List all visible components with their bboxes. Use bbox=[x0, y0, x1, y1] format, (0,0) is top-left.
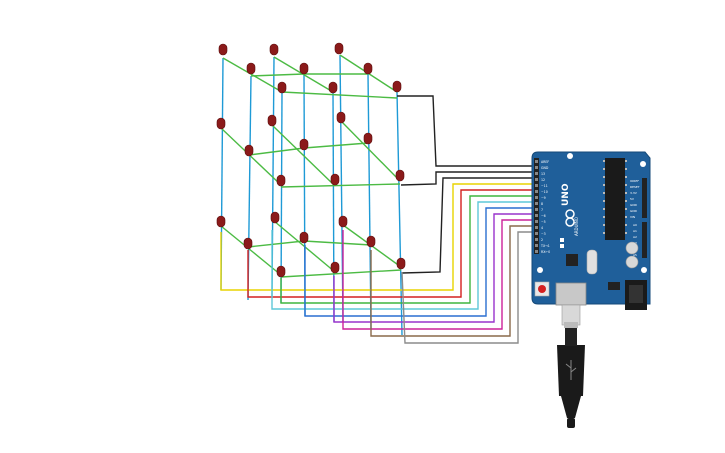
svg-text:2: 2 bbox=[541, 238, 543, 242]
svg-text:5V: 5V bbox=[630, 197, 635, 201]
led-cube[interactable] bbox=[216, 42, 406, 278]
svg-text:VIN: VIN bbox=[630, 215, 635, 219]
power-jack-inner bbox=[629, 285, 643, 303]
usb-plug-neck bbox=[564, 322, 578, 328]
svg-text:~3: ~3 bbox=[541, 232, 546, 236]
wire-cyan bbox=[271, 201, 534, 310]
power-pin-labels: IOREF RESET 3.3V 5V GND GND VIN bbox=[630, 179, 640, 219]
svg-text:RESET: RESET bbox=[630, 185, 640, 189]
usb-cable[interactable] bbox=[557, 304, 585, 428]
mount-hole bbox=[640, 161, 646, 167]
svg-text:A5: A5 bbox=[633, 253, 637, 257]
mount-hole bbox=[567, 153, 573, 159]
wire-brown bbox=[370, 225, 534, 337]
led-layer-wires bbox=[220, 54, 402, 278]
usb-cable-wire bbox=[567, 418, 575, 428]
mount-hole bbox=[537, 267, 543, 273]
board-model-label: UNO bbox=[561, 183, 571, 206]
wire-red bbox=[247, 189, 534, 298]
svg-text:~5: ~5 bbox=[541, 220, 546, 224]
arduino-logo-icon bbox=[565, 209, 575, 227]
svg-text:~9: ~9 bbox=[541, 196, 546, 200]
board-brand-label: ARDUINO bbox=[574, 217, 579, 236]
svg-text:~6: ~6 bbox=[541, 214, 546, 218]
voltage-regulator bbox=[608, 282, 620, 290]
digital-pin-labels: AREF GND 13 12 ~11 ~10 ~9 8 7 ~6 ~5 4 ~3… bbox=[540, 160, 550, 254]
svg-text:GND: GND bbox=[541, 166, 549, 170]
svg-text:GND: GND bbox=[630, 209, 638, 213]
reset-button[interactable] bbox=[534, 281, 550, 297]
mount-hole bbox=[641, 267, 647, 273]
wire-magenta bbox=[342, 219, 534, 330]
column-wires[interactable] bbox=[220, 183, 534, 344]
led[interactable] bbox=[216, 42, 406, 278]
wire-gray bbox=[401, 231, 534, 344]
digital-pin-header[interactable] bbox=[534, 158, 539, 254]
svg-text:A2: A2 bbox=[633, 235, 637, 239]
usb-plug-collar bbox=[565, 328, 577, 346]
svg-text:13: 13 bbox=[541, 172, 545, 176]
svg-text:TX→1: TX→1 bbox=[540, 244, 550, 248]
capacitor-icon bbox=[625, 241, 639, 269]
layer-wires-black[interactable] bbox=[397, 95, 534, 274]
led-indicator bbox=[560, 238, 564, 242]
usb-symbol-icon bbox=[565, 360, 577, 380]
wire-purple bbox=[333, 213, 534, 323]
svg-text:AREF: AREF bbox=[541, 160, 549, 164]
wire-green bbox=[280, 195, 534, 304]
power-analog-header[interactable] bbox=[642, 178, 647, 258]
svg-text:4: 4 bbox=[541, 226, 543, 230]
svg-text:~11: ~11 bbox=[541, 184, 548, 188]
led-vertical-wires bbox=[220, 54, 403, 336]
microcontroller-chip bbox=[605, 158, 625, 240]
svg-text:12: 12 bbox=[541, 178, 545, 182]
svg-text:7: 7 bbox=[541, 208, 543, 212]
svg-text:A1: A1 bbox=[633, 229, 637, 233]
svg-text:8: 8 bbox=[541, 202, 543, 206]
crystal-oscillator bbox=[586, 249, 598, 275]
wire-blue bbox=[304, 207, 534, 317]
usb-chip bbox=[566, 254, 578, 266]
led-indicator bbox=[560, 244, 564, 248]
usb-port[interactable] bbox=[555, 282, 587, 306]
svg-text:A0: A0 bbox=[633, 223, 637, 227]
arduino-uno-board[interactable]: AREF GND 13 12 ~11 ~10 ~9 8 7 ~6 ~5 4 ~3… bbox=[531, 151, 651, 310]
svg-text:RX←0: RX←0 bbox=[541, 250, 550, 254]
svg-text:~10: ~10 bbox=[541, 190, 548, 194]
svg-text:GND: GND bbox=[630, 203, 638, 207]
svg-text:3.3V: 3.3V bbox=[630, 191, 638, 195]
wire-yellow bbox=[220, 183, 534, 291]
usb-strain-relief bbox=[561, 396, 581, 418]
svg-text:IOREF: IOREF bbox=[630, 179, 639, 183]
